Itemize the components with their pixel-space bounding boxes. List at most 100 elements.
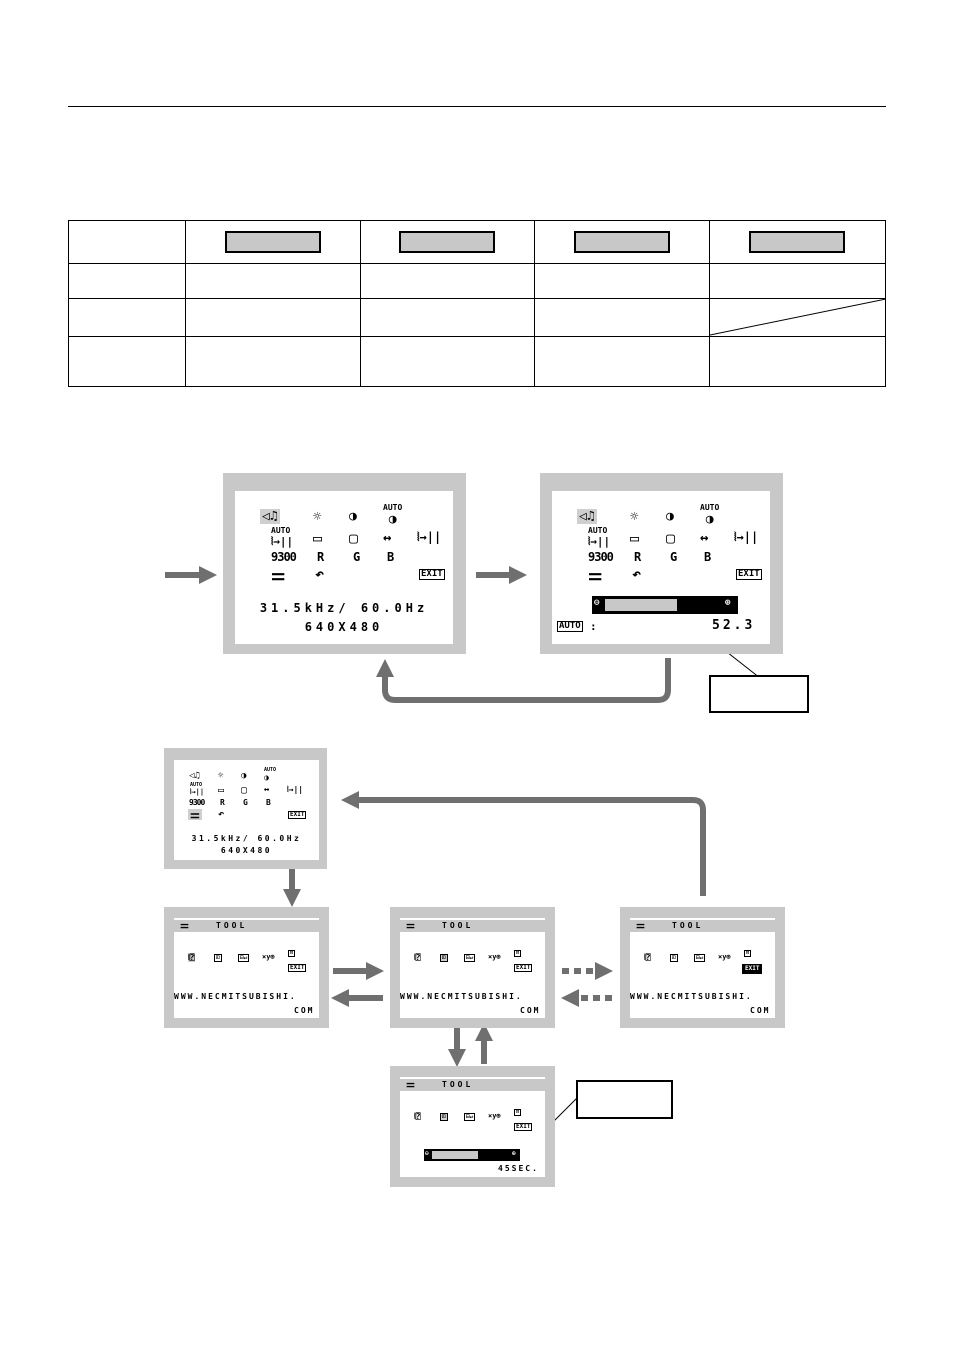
url-line1: WWW.NECMITSUBISHI.: [174, 992, 297, 1001]
red-icon: R: [634, 550, 642, 564]
up-down-icon: ▢: [349, 529, 359, 547]
factory-icon: ⊟: [514, 1109, 522, 1116]
tool-icon: ⚌: [588, 565, 603, 584]
tool-title-bar: [174, 920, 319, 932]
red-icon: R: [220, 798, 225, 807]
green-icon: G: [353, 550, 361, 564]
tool-icon: ⚌: [406, 1079, 415, 1090]
blue-icon: B: [266, 798, 271, 807]
info-icon: ×y⊕: [718, 953, 731, 961]
tool-icon: ⚌: [188, 808, 202, 821]
osd-position-icon: ⊡: [670, 954, 678, 962]
h-size-icon: ↔: [383, 530, 392, 546]
volume-icon: ◁♫: [189, 771, 200, 781]
green-icon: G: [243, 798, 248, 807]
fine-icon: ⦚→||: [734, 530, 759, 544]
table-cell: [534, 298, 710, 337]
volume-icon: ◁♫: [260, 509, 280, 524]
fine-icon: ⦚→||: [417, 530, 442, 544]
osd-screen-small: ◁♫ ☼ ◑ AUTO◑ AUTO⦚→|| ▭ ▢ ↔ ⦚→|| 9300 R …: [164, 748, 327, 869]
tool-icon: ⚌: [406, 920, 415, 931]
seconds-text: 45SEC.: [498, 1164, 539, 1173]
osd-time-icon: ⊟↵: [238, 954, 250, 962]
brightness-icon: ☼: [313, 509, 322, 525]
language-icon: ⦚⍰: [414, 953, 421, 962]
table-cell: [359, 263, 536, 299]
osd-screen-inner: ◁♫ ☼ ◑ AUTO◑ AUTO⦚→|| ▭ ▢ ↔ ⦚→|| 9300 R …: [174, 760, 319, 860]
auto-contrast-icon: AUTO◑: [383, 503, 403, 527]
tool-screen-4: ⚌ TOOL ⦚⍰ ⊡ ⊟↵ ×y⊕ ⊟ EXIT ⊖ ⊕ 45SEC.: [390, 1066, 555, 1187]
reset-icon: ↶: [218, 809, 225, 820]
factory-icon: ⊟: [744, 950, 752, 957]
contrast-icon: ◑: [349, 509, 357, 524]
return-path-upper: [376, 658, 671, 703]
blue-icon: B: [387, 550, 395, 564]
adjust-value: 52.3: [712, 618, 756, 633]
osd-time-icon: ⊟↵: [694, 954, 706, 962]
minus-icon: ⊖: [425, 1150, 429, 1157]
callout-box-upper: [709, 675, 809, 713]
color-9300-icon: 9300: [271, 550, 297, 564]
info-icon: ×y⊕: [488, 1112, 501, 1120]
reset-icon: ↶: [632, 565, 642, 583]
table-cell: [67, 263, 187, 299]
plus-icon: ⊕: [725, 598, 731, 608]
url-line1: WWW.NECMITSUBISHI.: [400, 992, 523, 1001]
tool-title-bar: [400, 1079, 545, 1091]
frequency-text: 31.5kHz/ 60.0Hz: [259, 601, 429, 615]
tool-title-bar: [400, 920, 545, 932]
osd-time-icon: ⊟↵: [464, 1113, 476, 1121]
osd-screen-inner: ◁♫ ☼ ◑ AUTO◑ AUTO⦚→|| ▭ ▢ ↔ ⦚→|| 9300 R …: [552, 491, 770, 644]
exit-icon: EXIT: [288, 811, 307, 819]
exit-icon: EXIT: [514, 1123, 533, 1131]
resolution-text: 640X480: [220, 846, 273, 855]
url-line1: WWW.NECMITSUBISHI.: [630, 992, 753, 1001]
color-9300-icon: 9300: [189, 798, 205, 807]
exit-icon: EXIT: [288, 964, 307, 972]
key-button-1: [224, 231, 321, 253]
info-icon: ×y⊕: [488, 953, 501, 961]
blue-icon: B: [704, 550, 712, 564]
table-cell-diagonal: [708, 298, 887, 337]
tool-screen-3: ⚌ TOOL ⦚⍰ ⊡ ⊟↵ ×y⊕ ⊟ EXIT WWW.NECMITSUBI…: [620, 907, 785, 1028]
osd-time-icon: ⊟↵: [464, 954, 476, 962]
tool-icon: ⚌: [636, 920, 645, 931]
auto-contrast-icon: AUTO◑: [700, 503, 720, 527]
time-bar-fill: [432, 1151, 478, 1159]
osd-screen-inner: ⚌ TOOL ⦚⍰ ⊡ ⊟↵ ×y⊕ ⊟ EXIT ⊖ ⊕ 45SEC.: [400, 1077, 545, 1177]
table-cell: [67, 298, 187, 337]
resolution-text: 640X480: [304, 620, 384, 634]
tool-title-bar: [630, 920, 775, 932]
callout-box-lower: [576, 1080, 673, 1119]
control-table: [67, 220, 887, 387]
table-header-cell: [708, 220, 887, 264]
url-line2: COM: [294, 1006, 315, 1015]
up-down-icon: ▢: [666, 529, 676, 547]
exit-icon: EXIT: [514, 964, 533, 972]
url-line2: COM: [750, 1006, 771, 1015]
language-icon: ⦚⍰: [414, 1112, 421, 1121]
minus-icon: ⊖: [594, 598, 600, 608]
tool-title: TOOL: [442, 1080, 474, 1089]
time-bar[interactable]: ⊖ ⊕: [424, 1149, 520, 1161]
osd-screen-inner: ⚌ TOOL ⦚⍰ ⊡ ⊟↵ ×y⊕ ⊟ EXIT WWW.NECMITSUBI…: [174, 918, 319, 1018]
exit-icon: EXIT: [742, 964, 763, 974]
brightness-icon: ☼: [218, 771, 224, 781]
brightness-icon: ☼: [630, 509, 639, 525]
table-cell: [185, 298, 361, 337]
osd-position-icon: ⊡: [440, 954, 448, 962]
osd-screen-adjust: ◁♫ ☼ ◑ AUTO◑ AUTO⦚→|| ▭ ▢ ↔ ⦚→|| 9300 R …: [540, 473, 783, 654]
diagonal-line: [709, 299, 886, 336]
green-icon: G: [670, 550, 678, 564]
auto-colon: :: [590, 620, 597, 633]
auto-adjust-icon: AUTO⦚→||: [271, 526, 294, 548]
volume-icon: ◁♫: [577, 509, 597, 524]
exit-icon: EXIT: [419, 569, 445, 580]
tool-screen-2: ⚌ TOOL ⦚⍰ ⊡ ⊟↵ ×y⊕ ⊟ EXIT WWW.NECMITSUBI…: [390, 907, 555, 1028]
up-down-icon: ▢: [241, 785, 248, 796]
table-cell: [534, 336, 710, 387]
adjust-bar[interactable]: ⊖ ⊕: [592, 596, 738, 614]
reset-icon: ↶: [315, 565, 325, 583]
factory-icon: ⊟: [288, 950, 296, 957]
key-button-2: [399, 231, 496, 253]
